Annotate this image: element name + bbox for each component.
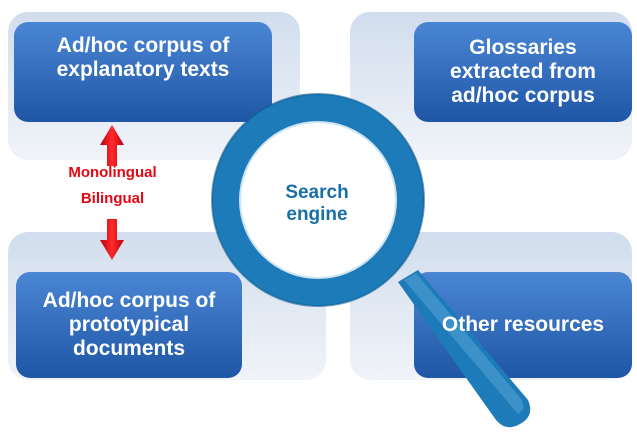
box-bottom-left	[16, 272, 242, 378]
box-top-left	[14, 22, 272, 122]
double-arrow-icon	[100, 125, 124, 260]
label-top-right: Glossaries extracted from ad/hoc corpus	[450, 36, 596, 107]
magnifier-handle	[398, 270, 531, 428]
label-top-left: Ad/hoc corpus of explanatory texts	[56, 34, 230, 81]
search-engine-label: Search engine	[285, 182, 349, 225]
label-bottom-right: Other resources	[441, 313, 605, 336]
box-top-right	[414, 22, 632, 122]
magnifier-icon	[211, 93, 425, 307]
label-bottom-left: Ad/hoc corpus of prototypical documents	[42, 289, 216, 360]
monolingual-bilingual-label: Monolingual Bilingual	[68, 164, 157, 207]
